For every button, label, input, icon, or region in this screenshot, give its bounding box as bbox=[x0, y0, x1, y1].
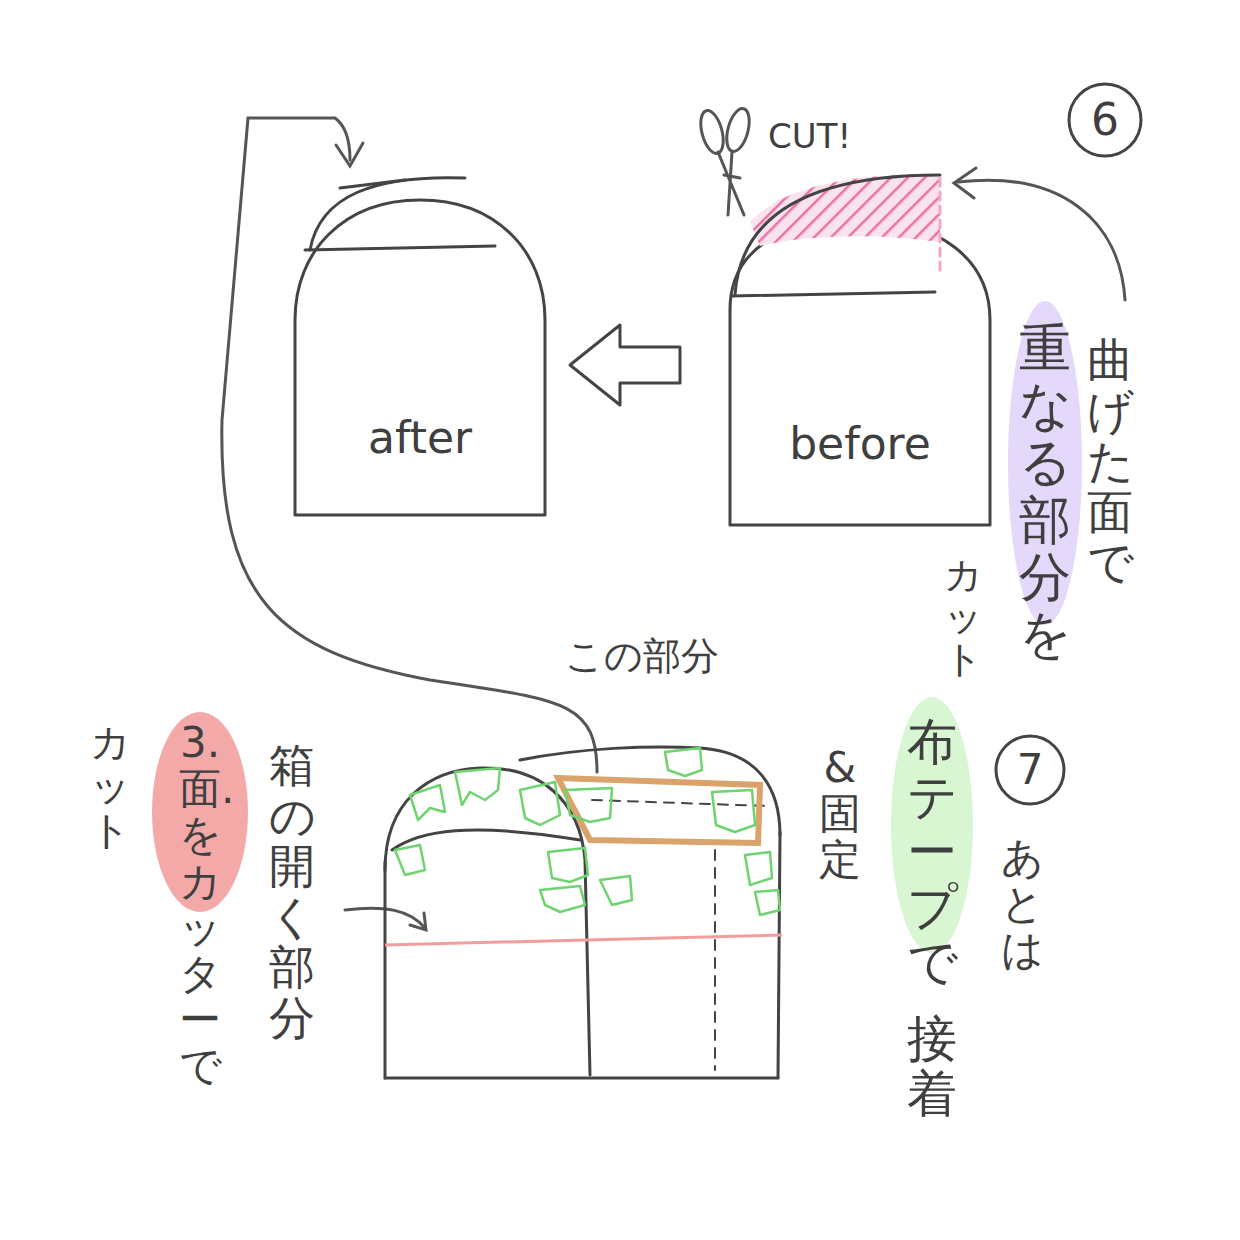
box-outline bbox=[295, 200, 545, 515]
instruction-text: カット bbox=[944, 555, 982, 680]
block-arrow bbox=[570, 325, 680, 405]
flap-outline bbox=[310, 178, 465, 250]
instruction-text: 箱の開く部分 bbox=[269, 740, 315, 1044]
cut-line bbox=[385, 935, 782, 945]
panel-shape: after bbox=[285, 170, 555, 525]
leader-arrow bbox=[222, 118, 597, 772]
shape-outline bbox=[285, 170, 555, 525]
shape-outline bbox=[720, 160, 1000, 530]
pointer-label: この部分 bbox=[565, 636, 719, 678]
instruction-text: あとは bbox=[1001, 835, 1043, 974]
instruction-text: 重なる部分を bbox=[1019, 320, 1071, 663]
instruction-text: 3.面.をカッターで bbox=[179, 720, 221, 1090]
flap-outline bbox=[735, 175, 940, 295]
scissors-icon bbox=[697, 106, 754, 215]
instruction-text: 接着 bbox=[907, 1012, 957, 1122]
panel-label: before bbox=[789, 418, 931, 469]
step-circle bbox=[996, 736, 1064, 804]
cut-note: CUT! bbox=[768, 118, 851, 155]
step-number: 7 bbox=[1017, 747, 1044, 793]
flap-edge bbox=[340, 180, 405, 188]
step-circle bbox=[1069, 84, 1141, 156]
cut-guide bbox=[939, 178, 942, 270]
instruction-text: &固定 bbox=[819, 745, 861, 884]
instruction-text: カット bbox=[90, 720, 130, 852]
instruction-text: 曲げた面で bbox=[1087, 335, 1133, 588]
box-outline bbox=[730, 220, 990, 525]
step-number: 6 bbox=[1091, 96, 1119, 144]
fold-line bbox=[305, 246, 495, 250]
instruction-text: 布テープで bbox=[907, 715, 957, 990]
panel-shape: before bbox=[720, 160, 1000, 530]
leader-arrow bbox=[954, 168, 1125, 300]
fold-line bbox=[732, 292, 935, 296]
area-outline bbox=[558, 778, 760, 843]
tape-pieces bbox=[395, 748, 780, 915]
panel-label: after bbox=[368, 412, 472, 463]
chest-drawing bbox=[385, 747, 780, 1078]
